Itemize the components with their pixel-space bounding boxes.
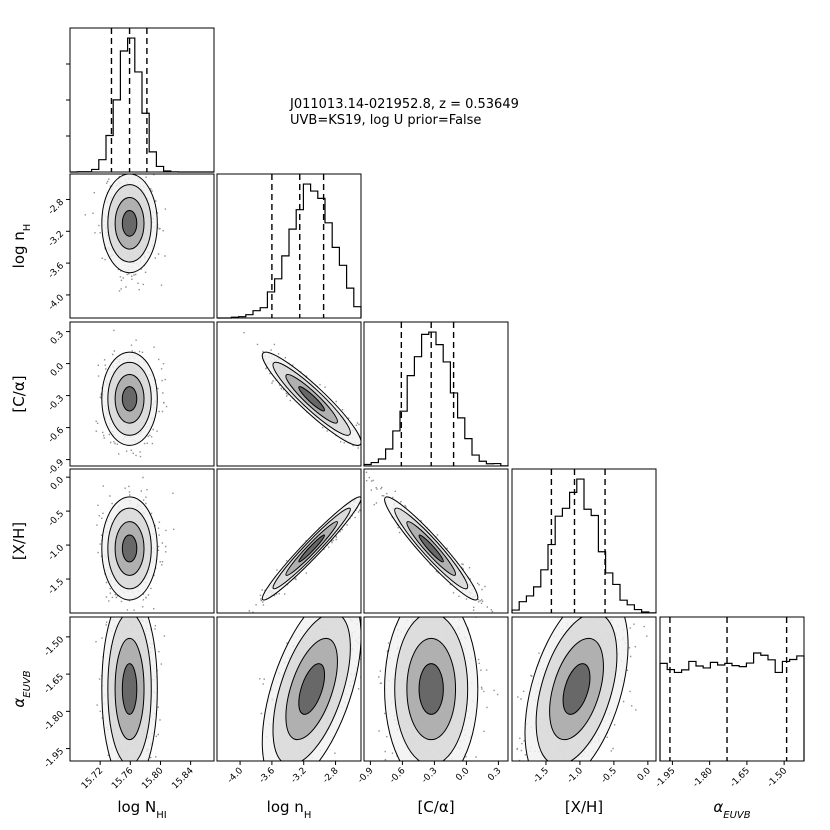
xtick-label-XH-1: -1.0	[566, 766, 586, 786]
contour-level-3	[298, 386, 326, 412]
ytick-label-XH-1: -1.0	[47, 543, 67, 563]
xtick-label-Calpha-4: 0.3	[486, 766, 503, 783]
yaxis-label-Calpha: [C/α]	[10, 375, 28, 412]
scatter-panel-alphaEUVB-vs-XH	[511, 616, 657, 762]
xaxis-label-alphaEUVB: αEUVB	[713, 798, 750, 821]
scatter-panel-XH-vs-Calpha	[363, 468, 509, 614]
xaxis-label-NHI: log NHI	[117, 798, 166, 821]
panel-frame	[216, 616, 362, 762]
hist-panel-alphaEUVB	[659, 616, 805, 762]
ytick-label-nH-3: -2.8	[47, 197, 67, 217]
ytick-label-nH-0: -4.0	[47, 293, 67, 313]
ytick-label-Calpha-2: -0.3	[47, 394, 66, 413]
ytick-label-nH-2: -3.2	[47, 229, 66, 248]
scatter-panel-alphaEUVB-vs-Calpha	[363, 616, 509, 762]
histogram-nH	[217, 183, 362, 319]
hist-panel-XH	[511, 468, 657, 614]
panel-frame	[363, 468, 509, 614]
scatter-panel-Calpha-vs-NHI	[69, 321, 215, 467]
scatter-panel-nH-vs-NHI	[69, 173, 215, 319]
xtick-label-nH-0: -4.0	[226, 766, 246, 786]
ytick-label-Calpha-1: -0.6	[47, 425, 67, 445]
xtick-label-nH-2: -3.2	[289, 766, 308, 785]
ytick-label-Calpha-0: -0.9	[47, 457, 67, 477]
chart-title: J011013.14-021952.8, z = 0.53649 UVB=KS1…	[289, 97, 519, 128]
ytick-label-alphaEUVB-1: -1.80	[43, 709, 67, 733]
hist-panel-Calpha	[363, 321, 509, 467]
ytick-label-Calpha-4: 0.3	[49, 330, 66, 347]
xtick-label-Calpha-3: 0.0	[454, 766, 471, 783]
title-line-1: J011013.14-021952.8, z = 0.53649	[289, 97, 519, 112]
ytick-label-XH-2: -0.5	[47, 509, 66, 528]
scatter-panel-Calpha-vs-nH	[216, 321, 362, 467]
xtick-label-Calpha-2: -0.3	[420, 766, 439, 785]
ytick-label-alphaEUVB-0: -1.95	[43, 747, 67, 771]
xtick-label-NHI-3: 15.84	[170, 766, 195, 791]
hist-panel-NHI	[66, 27, 215, 173]
xtick-label-alphaEUVB-2: -1.65	[728, 766, 752, 790]
ytick-label-alphaEUVB-2: -1.65	[43, 672, 67, 696]
contour-level-3	[298, 534, 326, 563]
hist-frame-Calpha	[363, 321, 509, 467]
histogram-alphaEUVB	[659, 652, 805, 761]
ytick-label-XH-3: 0.0	[49, 475, 66, 492]
xtick-label-alphaEUVB-3: -1.50	[766, 766, 790, 790]
panel-frame	[363, 616, 509, 762]
yaxis-label-XH: [X/H]	[10, 522, 28, 560]
histogram-XH	[511, 478, 657, 614]
contour-level-3	[121, 663, 138, 715]
contour-level-3	[418, 663, 444, 715]
xtick-label-NHI-0: 15.72	[80, 766, 105, 791]
contour-level-3	[562, 663, 591, 715]
ytick-label-XH-0: -1.5	[47, 577, 66, 596]
histogram-NHI	[70, 37, 214, 173]
xtick-label-XH-2: -0.5	[600, 766, 619, 785]
histogram-Calpha	[363, 331, 509, 467]
hist-frame-XH	[511, 468, 657, 614]
xtick-label-nH-1: -3.6	[258, 766, 278, 786]
panel-frame	[216, 321, 362, 467]
title-line-2: UVB=KS19, log U prior=False	[290, 113, 481, 128]
xaxis-label-nH: log nH	[267, 798, 312, 821]
contour-level-3	[121, 209, 138, 237]
panel-frame	[69, 616, 215, 762]
panel-frame	[511, 616, 657, 762]
xtick-label-NHI-1: 15.76	[110, 766, 135, 791]
xtick-label-alphaEUVB-0: -1.95	[654, 766, 678, 790]
xtick-label-XH-3: 0.0	[636, 766, 653, 783]
xtick-label-alphaEUVB-1: -1.80	[691, 766, 715, 790]
yaxis-label-alphaEUVB: αEUVB	[10, 670, 33, 707]
panel-frame	[69, 321, 215, 467]
contour-level-3	[298, 663, 326, 715]
contour-level-3	[121, 534, 138, 563]
xtick-label-Calpha-0: -0.9	[356, 766, 376, 786]
hist-frame-nH	[216, 173, 362, 319]
yaxis-label-nH: log nH	[10, 224, 33, 269]
panel-frame	[69, 173, 215, 319]
scatter-panel-alphaEUVB-vs-nH	[216, 616, 362, 762]
xtick-label-NHI-2: 15.80	[140, 766, 165, 791]
xtick-label-XH-0: -1.5	[532, 766, 551, 785]
scatter-panel-XH-vs-NHI	[69, 468, 215, 614]
scatter-panel-alphaEUVB-vs-NHI	[69, 616, 215, 762]
panel-frame	[69, 468, 215, 614]
ytick-label-nH-1: -3.6	[47, 261, 67, 281]
xtick-label-nH-3: -2.8	[321, 766, 341, 786]
panel-frame	[216, 468, 362, 614]
contour-level-3	[121, 386, 138, 412]
xaxis-label-Calpha: [C/α]	[417, 798, 454, 816]
contour-level-3	[418, 534, 444, 563]
scatter-panel-XH-vs-nH	[216, 468, 362, 614]
ytick-label-alphaEUVB-3: -1.50	[43, 635, 67, 659]
hist-panel-nH	[216, 173, 362, 319]
xaxis-label-XH: [X/H]	[565, 798, 603, 816]
xtick-label-Calpha-1: -0.6	[388, 766, 408, 786]
hist-frame-alphaEUVB	[659, 616, 805, 762]
ytick-label-Calpha-3: 0.0	[49, 361, 66, 378]
